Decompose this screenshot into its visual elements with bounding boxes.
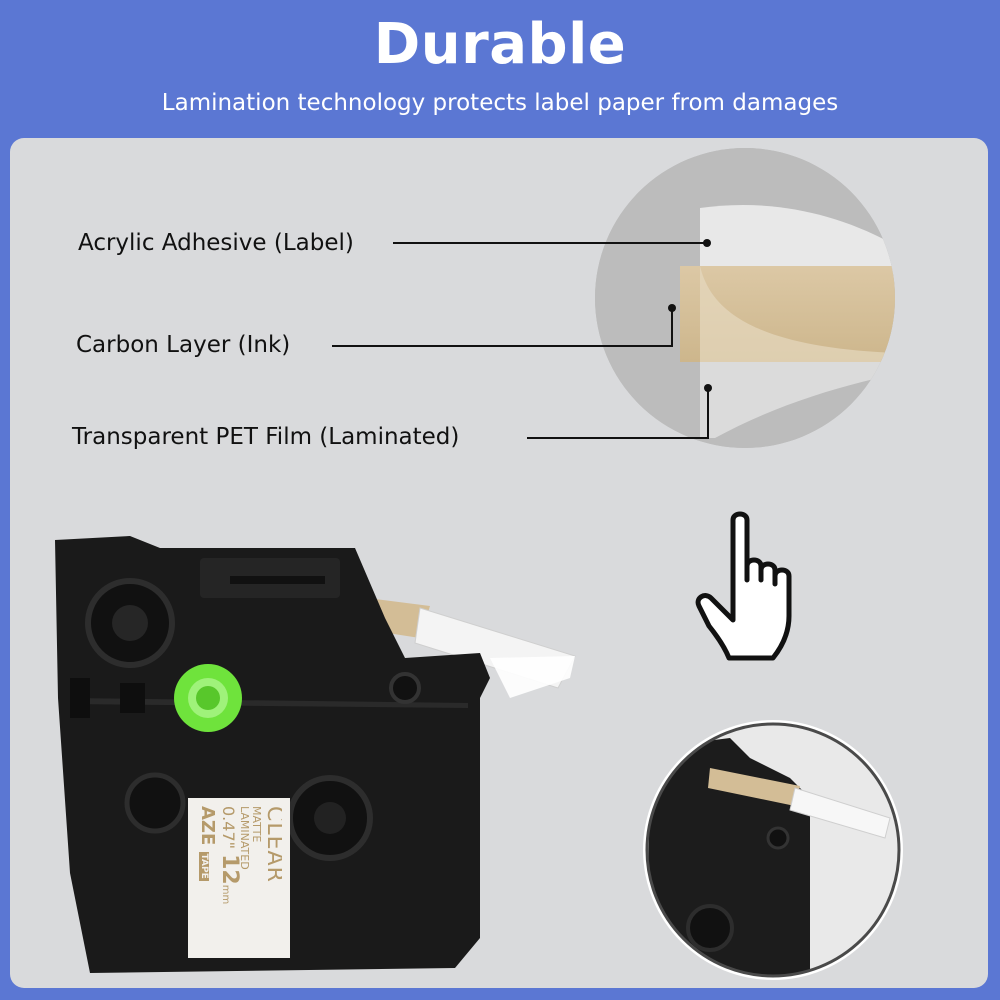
- cassette-label-text: CLEAR MATTE LAMINATED 0.47" 12mm AZE TAP…: [198, 806, 282, 952]
- label-unit-mm: mm: [220, 884, 231, 905]
- label-tape: TAPE: [199, 851, 209, 881]
- label-size-mm: 12: [217, 854, 242, 885]
- label-color: CLEAR: [262, 806, 282, 883]
- label-carbon-layer: Carbon Layer (Ink): [76, 332, 291, 358]
- label-brand: AZE: [198, 806, 218, 846]
- zoom-circle: [595, 148, 895, 448]
- leader-line-pet: [527, 384, 712, 439]
- label-acrylic-adhesive: Acrylic Adhesive (Label): [78, 230, 354, 256]
- page-subtitle: Lamination technology protects label pap…: [161, 90, 839, 116]
- pointing-hand-icon: [695, 511, 792, 661]
- leader-line-carbon: [332, 304, 676, 347]
- label-size-in: 0.47: [219, 806, 238, 842]
- label-type2: MATTE: [250, 806, 263, 843]
- label-transparent-pet-film: Transparent PET Film (Laminated): [72, 424, 460, 450]
- content-panel: Acrylic Adhesive (Label) Carbon Layer (I…: [10, 138, 988, 988]
- label-unit-in: ": [219, 841, 238, 849]
- layer-diagram: [55, 148, 903, 980]
- page-title: Durable: [373, 12, 627, 77]
- tape-cassette: [55, 536, 576, 973]
- leader-line-adhesive: [393, 239, 711, 247]
- cassette-closeup: [643, 720, 903, 980]
